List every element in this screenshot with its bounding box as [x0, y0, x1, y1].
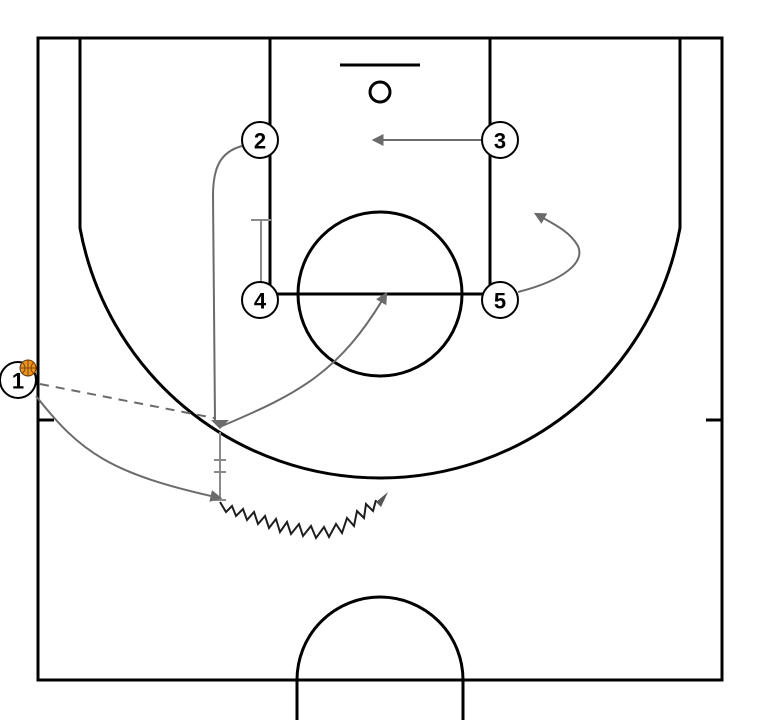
basket-rim [368, 80, 392, 104]
move-arrow-4 [221, 291, 388, 427]
free-throw-circle [296, 210, 464, 378]
player-1: 1 [0, 359, 37, 399]
player-3-circle [481, 121, 519, 159]
player-2-circle [241, 121, 279, 159]
dribble-arrowhead [376, 492, 388, 507]
move-arrow-5 [517, 212, 581, 293]
player-4-label: 4 [254, 289, 267, 314]
player-3: 3 [481, 121, 519, 159]
play-actions [35, 134, 581, 541]
player-5-circle [481, 281, 519, 319]
three-point-line [78, 38, 682, 480]
dribble-path [219, 499, 377, 541]
player-1-label: 1 [12, 369, 24, 394]
player-5: 5 [481, 281, 519, 319]
center-circle [295, 595, 465, 720]
player-4: 4 [241, 281, 279, 319]
player-2-label: 2 [254, 129, 266, 154]
player-3-label: 3 [494, 129, 506, 154]
players: 1 2 3 4 5 [0, 121, 519, 399]
half-court [36, 36, 724, 720]
player-4-circle [241, 281, 279, 319]
move-arrowhead-2 [211, 420, 229, 429]
court-boundary [36, 36, 724, 682]
paint-key [268, 36, 492, 296]
basketball-icon [19, 359, 37, 377]
player-2: 2 [241, 121, 279, 159]
pass-arrow-1 [39, 383, 215, 419]
move-path-2 [211, 145, 243, 421]
move-arrow-1 [35, 395, 223, 502]
player-5-label: 5 [494, 289, 506, 314]
